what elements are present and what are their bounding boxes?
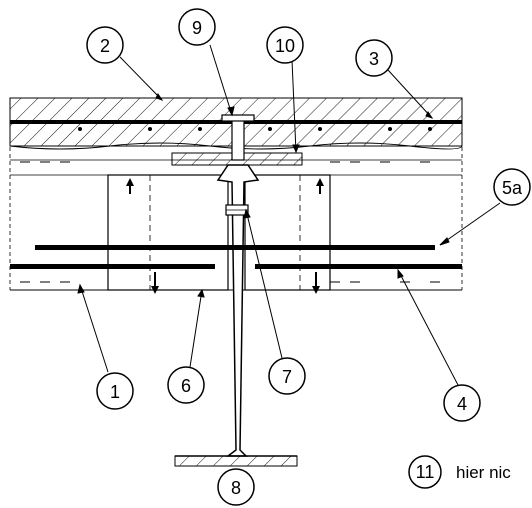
svg-text:3: 3 bbox=[369, 49, 379, 69]
callout-2: 2 bbox=[86, 26, 124, 64]
fastener-arrows bbox=[126, 178, 324, 294]
callout-10: 10 bbox=[266, 26, 304, 64]
steel-bars bbox=[10, 245, 462, 269]
svg-text:10: 10 bbox=[275, 36, 295, 56]
callout-1: 1 bbox=[96, 372, 134, 410]
leader-lines bbox=[77, 44, 501, 386]
svg-text:8: 8 bbox=[231, 478, 241, 498]
svg-text:9: 9 bbox=[192, 18, 202, 38]
svg-text:4: 4 bbox=[457, 394, 467, 414]
callout-8: 8 bbox=[217, 468, 255, 506]
callout-7: 7 bbox=[268, 357, 306, 395]
svg-text:2: 2 bbox=[100, 36, 110, 56]
callout-5a: 5a bbox=[493, 168, 531, 206]
callout-9: 9 bbox=[178, 8, 216, 46]
steel-beam bbox=[171, 152, 303, 467]
svg-text:1: 1 bbox=[110, 382, 120, 402]
callout-11: 11 bbox=[408, 455, 442, 489]
callout-4: 4 bbox=[443, 384, 481, 422]
svg-text:5a: 5a bbox=[502, 178, 523, 198]
svg-text:7: 7 bbox=[282, 367, 292, 387]
svg-text:6: 6 bbox=[181, 376, 191, 396]
callout-3: 3 bbox=[355, 39, 393, 77]
svg-text:11: 11 bbox=[416, 462, 435, 482]
shear-connector bbox=[221, 114, 255, 161]
web-bolt bbox=[225, 204, 249, 216]
legend-note: hier nic bbox=[456, 463, 511, 482]
callout-6: 6 bbox=[167, 366, 205, 404]
cover-plates bbox=[107, 174, 331, 291]
